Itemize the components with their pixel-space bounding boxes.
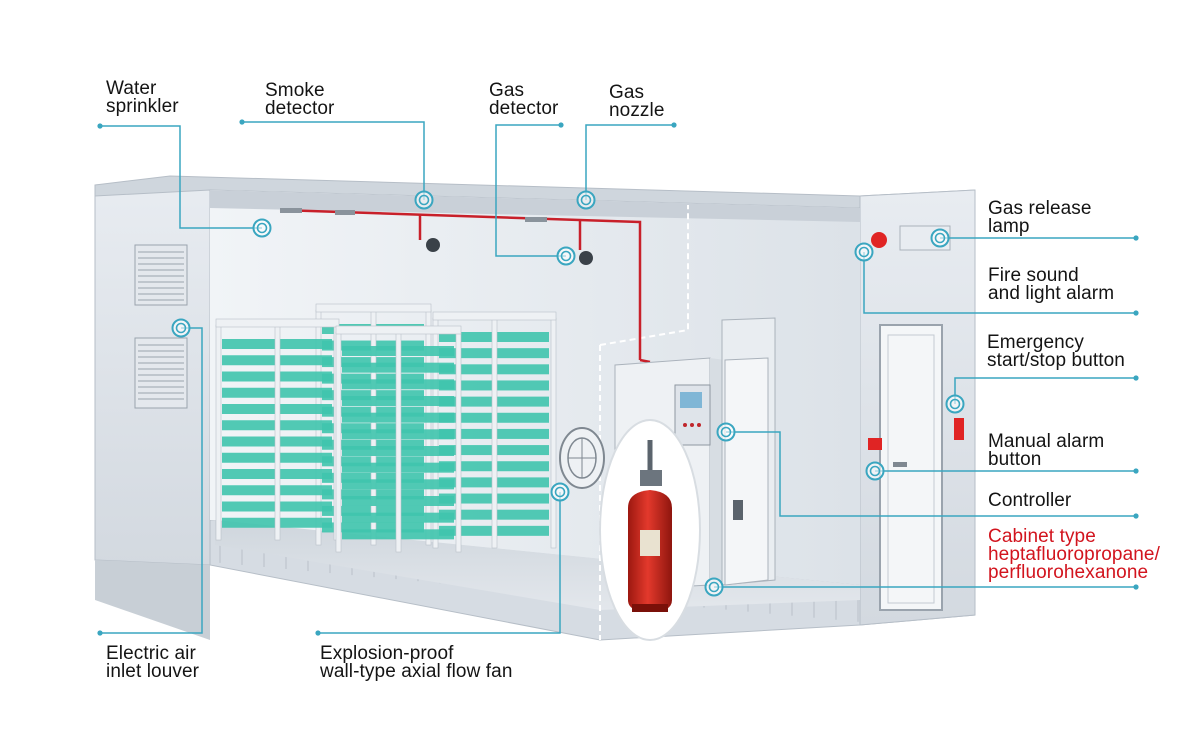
gas-pipe bbox=[279, 208, 651, 364]
container-door bbox=[879, 324, 943, 611]
target-marker-icon bbox=[854, 242, 874, 262]
target-marker-icon bbox=[945, 394, 965, 414]
target-marker-icon bbox=[930, 228, 950, 248]
leader-line-controller bbox=[726, 431, 1136, 517]
target-marker-icon bbox=[704, 577, 724, 597]
label-fire-sound-light-alarm: Fire sound and light alarm bbox=[988, 265, 1115, 304]
target-marker-icon bbox=[865, 461, 885, 481]
louver-vent-icon bbox=[134, 244, 188, 409]
leader-line-water-sprinkler bbox=[100, 125, 262, 229]
label-water-sprinkler: Water sprinkler bbox=[106, 78, 179, 117]
leader-end-dot bbox=[1133, 375, 1139, 381]
leader-end-dot bbox=[1133, 468, 1139, 474]
leader-line-gas-detector bbox=[495, 124, 566, 257]
label-electric-air-inlet-louver: Electric air inlet louver bbox=[106, 643, 200, 682]
rack-front bbox=[335, 325, 462, 553]
leader-line-electric-air-inlet-louver bbox=[100, 327, 203, 634]
label-manual-alarm-button: Manual alarm button bbox=[988, 431, 1105, 470]
label-gas-detector: Gas detector bbox=[489, 80, 559, 119]
gas-cylinder-icon bbox=[599, 419, 701, 641]
leader-end-dot bbox=[315, 630, 321, 636]
leader-end-dot bbox=[1133, 513, 1139, 519]
leader-end-dot bbox=[1133, 310, 1139, 316]
leader-line-explosion-proof-axial-fan bbox=[318, 492, 561, 634]
leader-line-gas-nozzle bbox=[585, 124, 674, 200]
target-marker-icon bbox=[252, 218, 272, 238]
target-marker-icon bbox=[716, 422, 736, 442]
label-explosion-proof-axial-fan: Explosion-proof wall-type axial flow fan bbox=[320, 643, 513, 682]
label-gas-release-lamp: Gas release lamp bbox=[988, 198, 1092, 237]
target-marker-icon bbox=[550, 482, 570, 502]
leader-end-dot bbox=[239, 119, 245, 125]
axial-fan-icon bbox=[559, 427, 605, 489]
label-gas-nozzle: Gas nozzle bbox=[609, 82, 665, 121]
label-smoke-detector: Smoke detector bbox=[265, 80, 335, 119]
leader-line-emergency-start-stop-button bbox=[954, 377, 1136, 404]
leader-end-dot bbox=[558, 122, 564, 128]
leader-line-smoke-detector bbox=[242, 121, 425, 200]
leader-end-dot bbox=[1133, 584, 1139, 590]
leader-end-dot bbox=[97, 630, 103, 636]
label-cabinet-type-extinguisher: Cabinet type heptafluoropropane/ perfluo… bbox=[988, 526, 1160, 583]
callout-leaders bbox=[97, 119, 1139, 636]
rack-right bbox=[432, 311, 557, 549]
leader-end-dot bbox=[671, 122, 677, 128]
gas-detector-devices bbox=[426, 238, 593, 265]
leader-end-dot bbox=[97, 123, 103, 129]
target-marker-icon bbox=[576, 190, 596, 210]
label-emergency-start-stop-button: Emergency start/stop button bbox=[987, 332, 1125, 371]
leader-line-fire-sound-light-alarm bbox=[863, 252, 1136, 314]
label-controller: Controller bbox=[988, 490, 1072, 511]
target-marker-icon bbox=[556, 246, 576, 266]
battery-racks bbox=[215, 303, 557, 553]
leader-end-dot bbox=[1133, 235, 1139, 241]
sprinkler-heads bbox=[280, 208, 547, 222]
rack-left bbox=[215, 318, 340, 541]
target-marker-icon bbox=[414, 190, 434, 210]
target-marker-icon bbox=[171, 318, 191, 338]
